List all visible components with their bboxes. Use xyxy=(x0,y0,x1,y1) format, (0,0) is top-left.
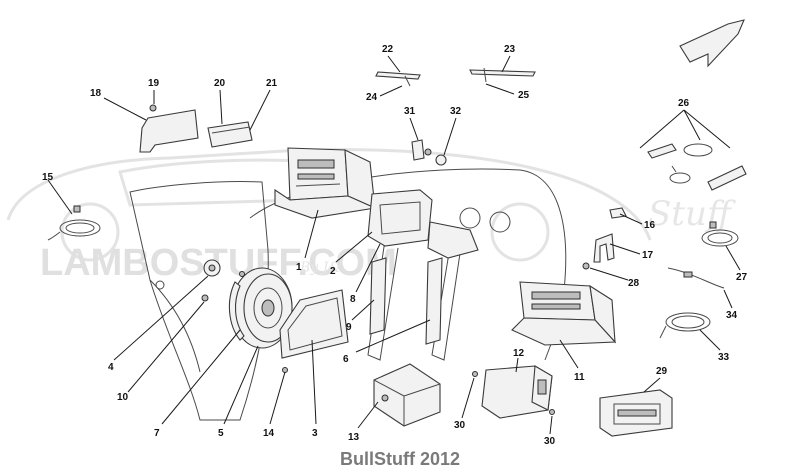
callout-1: 1 xyxy=(296,262,302,273)
footer-caption: BullStuff 2012 xyxy=(339,449,461,469)
screw-part-30b xyxy=(549,409,555,415)
callout-6: 6 xyxy=(343,354,349,365)
callout-11: 11 xyxy=(574,372,585,383)
callout-13: 13 xyxy=(348,432,360,443)
amplifier-part-12 xyxy=(481,365,553,419)
bracket-part-18 xyxy=(139,109,199,153)
callout-14: 14 xyxy=(263,428,275,439)
callout-26: 26 xyxy=(678,98,690,109)
screw-part-30a xyxy=(472,371,478,377)
callout-16: 16 xyxy=(644,220,656,231)
trim-part-9 xyxy=(369,257,387,335)
watermark-car-outline xyxy=(6,148,652,241)
tweeter-part-4-center xyxy=(208,264,216,272)
watermark-brand-sub: By J& xyxy=(299,260,341,276)
cable-part-15 xyxy=(47,205,101,241)
clip-part-31 xyxy=(411,139,425,161)
callout-7: 7 xyxy=(154,428,160,439)
cable-set-part-26 xyxy=(647,143,747,191)
door-panel-pocket xyxy=(149,279,201,373)
callout-29: 29 xyxy=(656,366,668,377)
module-part-20-edge xyxy=(211,126,251,134)
callout-labels: 1 2 3 4 5 6 7 8 9 10 11 12 13 14 15 16 1… xyxy=(42,44,748,447)
dashboard-vent-2 xyxy=(489,211,511,233)
callout-32: 32 xyxy=(450,106,462,117)
bracket-part-17 xyxy=(593,233,615,263)
door-panel-fixing xyxy=(155,280,165,290)
callout-17: 17 xyxy=(642,250,654,261)
callout-30a: 30 xyxy=(454,420,466,431)
dashboard-vent-1 xyxy=(459,207,481,229)
bracket-part-23 xyxy=(469,69,536,77)
screw-part-10 xyxy=(201,294,209,302)
grommet-part-32 xyxy=(435,154,447,166)
gasket-part-3-inner xyxy=(287,297,343,351)
module-part-13 xyxy=(373,363,441,427)
cable-part-33 xyxy=(659,312,711,339)
callout-2: 2 xyxy=(330,266,336,277)
callout-19: 19 xyxy=(148,78,160,89)
direction-arrow-icon xyxy=(679,19,745,68)
module-part-20 xyxy=(207,121,253,148)
callout-27: 27 xyxy=(736,272,748,283)
mounting-frame-part-8 xyxy=(367,189,479,259)
screw-part-31 xyxy=(424,148,432,156)
callout-22: 22 xyxy=(382,44,394,55)
callout-12: 12 xyxy=(513,348,525,359)
screw-part-19 xyxy=(149,104,157,112)
callout-33: 33 xyxy=(718,352,730,363)
speaker-part-5 xyxy=(231,267,293,349)
screw-part-14 xyxy=(282,367,288,373)
bracket-part-22 xyxy=(375,71,421,80)
watermark-brand-script: Stuff xyxy=(648,194,736,234)
callout-18: 18 xyxy=(90,88,102,99)
callout-4: 4 xyxy=(108,362,114,373)
dashboard-console-right xyxy=(431,234,463,361)
callout-9: 9 xyxy=(346,322,352,333)
callout-24: 24 xyxy=(366,92,378,103)
callout-5: 5 xyxy=(218,428,224,439)
bracket-tabs xyxy=(404,67,487,87)
trim-part-6 xyxy=(425,257,443,345)
callout-20: 20 xyxy=(214,78,226,89)
cable-part-27 xyxy=(701,221,739,247)
callout-10: 10 xyxy=(117,392,129,403)
callout-30b: 30 xyxy=(544,436,556,447)
cable-part-34 xyxy=(667,267,725,289)
gasket-part-3 xyxy=(279,289,349,359)
leader-lines xyxy=(47,55,741,435)
clip-part-16 xyxy=(609,207,627,219)
callout-31: 31 xyxy=(404,106,416,117)
callout-25: 25 xyxy=(518,90,530,101)
watermark-car-wheel-rear xyxy=(490,202,550,262)
callout-15: 15 xyxy=(42,172,54,183)
head-unit-part-1 xyxy=(274,147,377,219)
screw-part-28 xyxy=(582,262,590,270)
screw-part-10b xyxy=(239,271,245,277)
radio-unit-part-29 xyxy=(599,389,673,437)
callout-3: 3 xyxy=(312,428,318,439)
speaker-ring-part-7 xyxy=(228,281,245,341)
callout-28: 28 xyxy=(628,278,640,289)
callout-8: 8 xyxy=(350,294,356,305)
callout-21: 21 xyxy=(266,78,278,89)
callout-23: 23 xyxy=(504,44,516,55)
callout-34: 34 xyxy=(726,310,738,321)
nav-unit-part-11 xyxy=(511,281,617,346)
